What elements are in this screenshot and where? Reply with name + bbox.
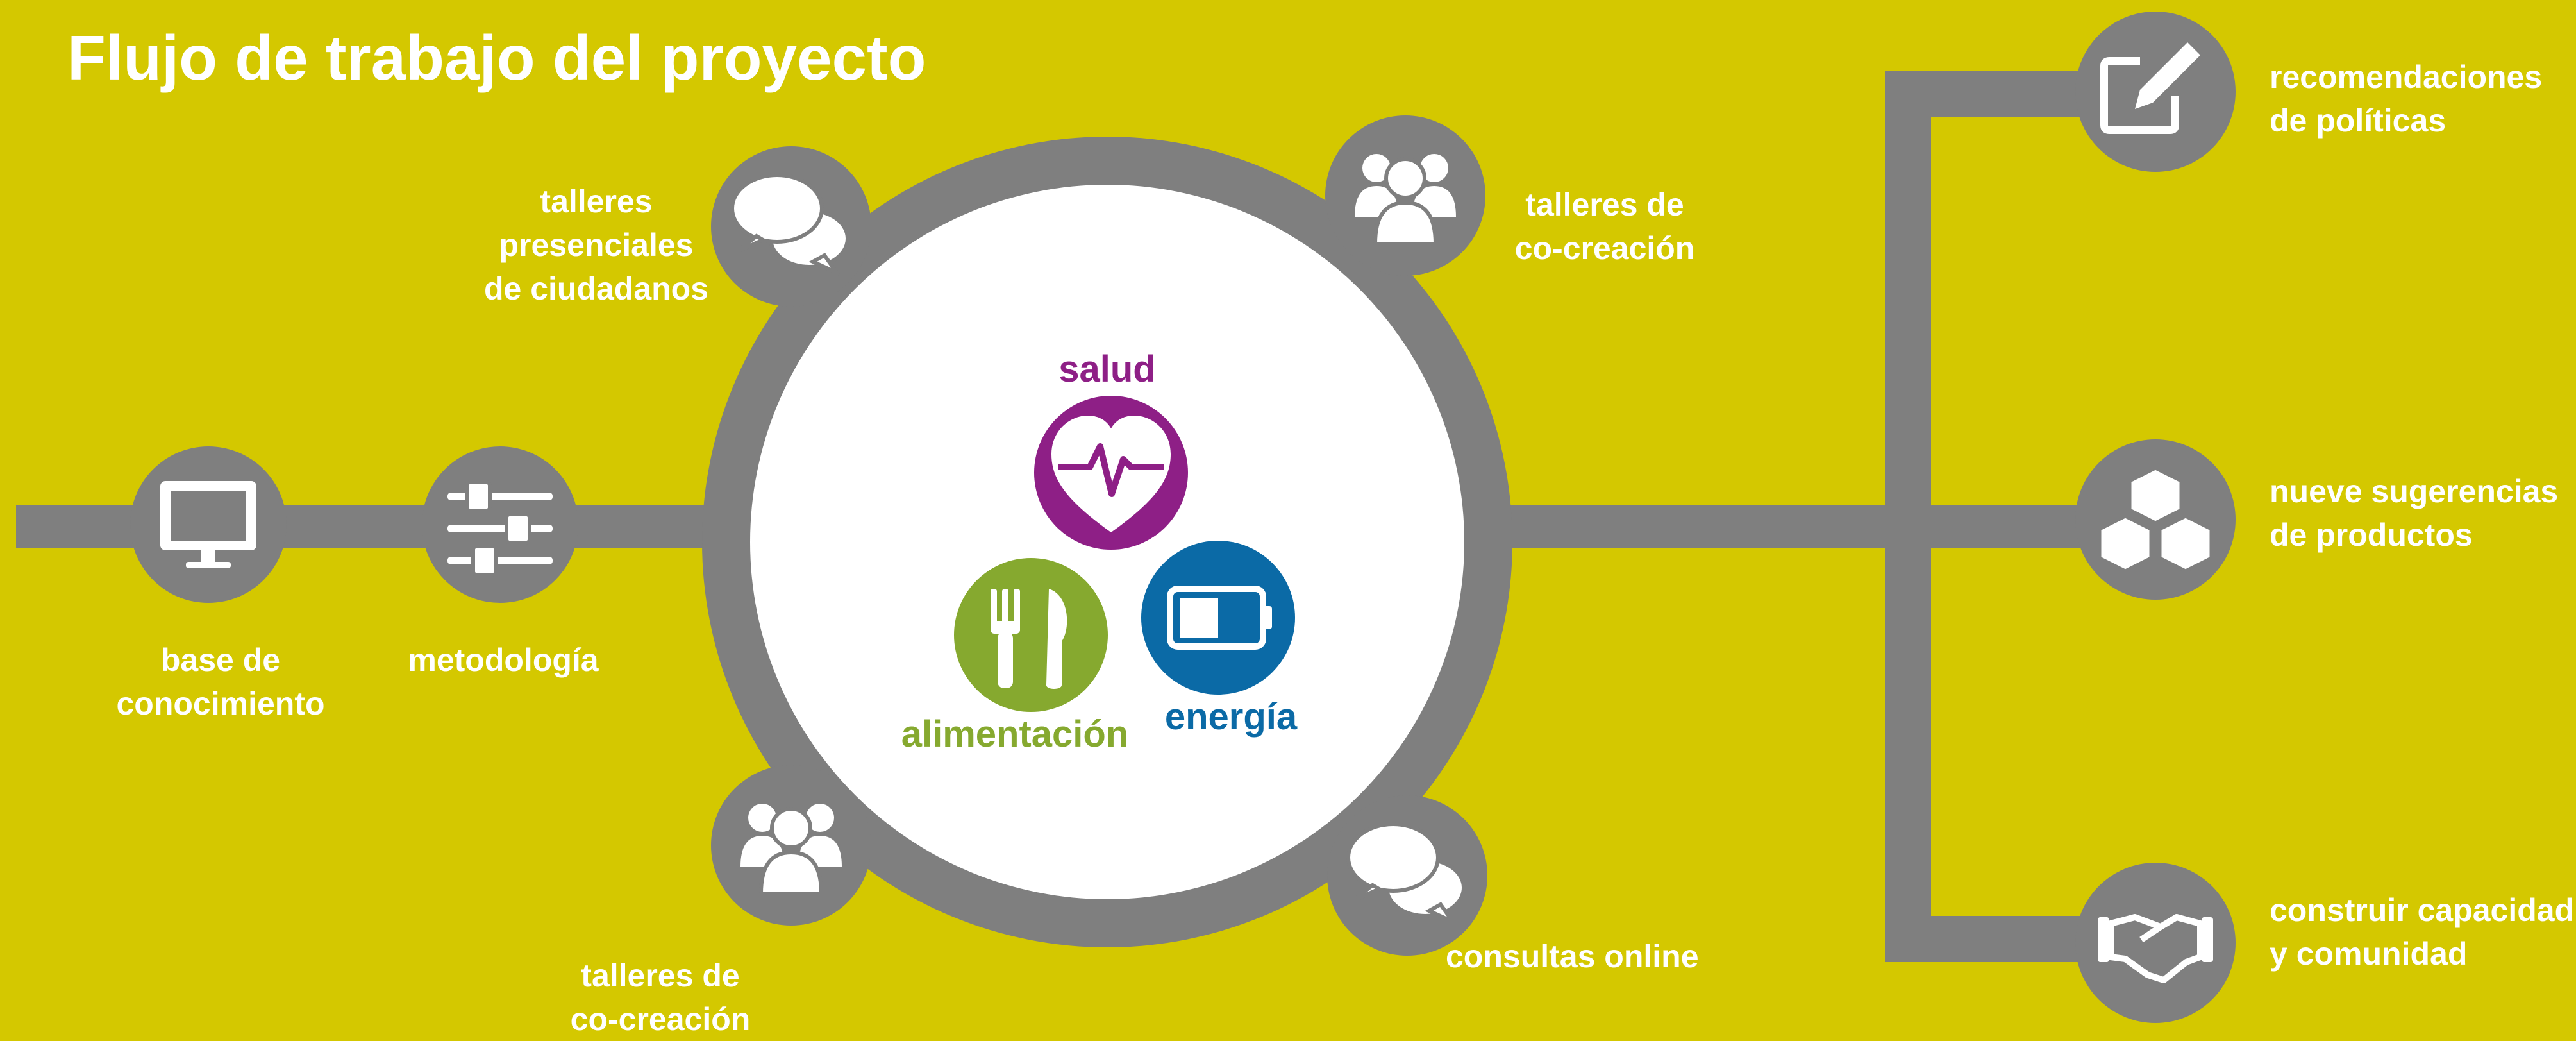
label-line: recomendaciones xyxy=(2270,59,2543,95)
label-line: conocimiento xyxy=(116,686,325,722)
activity-node-co-creation-top xyxy=(1325,115,1485,276)
output-node-products xyxy=(2075,439,2236,600)
boxes-icon xyxy=(2098,466,2213,573)
label-line: talleres de xyxy=(581,958,740,994)
people-group-icon xyxy=(1355,154,1456,246)
label-capacity-building: construir capacidad y comunidad xyxy=(2270,888,2574,976)
activity-node-online xyxy=(1327,795,1487,956)
label-knowledge-base: base de conocimiento xyxy=(116,638,324,725)
label-line: nueve sugerencias xyxy=(2270,473,2559,509)
label-line: co-creación xyxy=(1514,230,1695,266)
theme-alimentacion xyxy=(954,558,1108,712)
activity-node-co-creation-bottom xyxy=(711,765,871,926)
page-title: Flujo de trabajo del proyecto xyxy=(67,22,926,93)
activity-node-face-to-face xyxy=(711,146,871,307)
label-line: de ciudadanos xyxy=(483,271,709,307)
people-group-icon xyxy=(740,804,842,895)
input-node-methodology xyxy=(422,446,578,603)
label-line: base de xyxy=(160,642,281,678)
label-line: talleres de xyxy=(1525,187,1684,223)
theme-salud xyxy=(1034,396,1188,550)
label-line: presenciales xyxy=(499,227,694,263)
speech-bubbles-icon xyxy=(730,173,849,278)
theme-energia xyxy=(1141,541,1295,695)
label-face-to-face-workshops: talleres presenciales de ciudadanos xyxy=(484,180,708,310)
label-methodology: metodología xyxy=(408,638,598,682)
theme-label-energia: energía xyxy=(1164,696,1298,738)
output-node-policy xyxy=(2075,12,2236,172)
output-node-capacity xyxy=(2075,863,2236,1023)
theme-label-alimentacion: alimentación xyxy=(901,713,1129,755)
label-line: de políticas xyxy=(2270,103,2446,139)
label-line: co-creación xyxy=(570,1001,751,1037)
pencil-edit-icon xyxy=(2100,42,2200,134)
label-online-consultations: consultas online xyxy=(1446,935,1699,978)
input-node-knowledge xyxy=(130,446,287,603)
label-co-creation-top: talleres de co-creación xyxy=(1515,183,1695,270)
fork-knife-icon xyxy=(991,589,1067,689)
label-line: de productos xyxy=(2270,517,2473,553)
label-co-creation-bottom: talleres de co-creación xyxy=(571,954,751,1041)
handshake-icon xyxy=(2098,914,2213,983)
label-line: y comunidad xyxy=(2270,936,2468,972)
output-connector xyxy=(1475,505,1933,548)
heart-pulse-icon xyxy=(1051,416,1171,532)
input-connector xyxy=(16,505,721,548)
theme-label-salud: salud xyxy=(1058,348,1156,390)
battery-icon xyxy=(1167,586,1272,650)
label-line: consultas online xyxy=(1446,938,1699,974)
label-line: talleres xyxy=(540,183,653,219)
sliders-icon xyxy=(447,480,553,577)
label-policy-recommendations: recomendaciones de políticas xyxy=(2270,55,2542,142)
label-line: construir capacidad xyxy=(2270,892,2575,928)
label-product-suggestions: nueve sugerencias de productos xyxy=(2270,470,2558,557)
monitor-icon xyxy=(160,481,256,568)
label-line: metodología xyxy=(408,642,599,678)
speech-bubbles-icon xyxy=(1346,822,1466,927)
